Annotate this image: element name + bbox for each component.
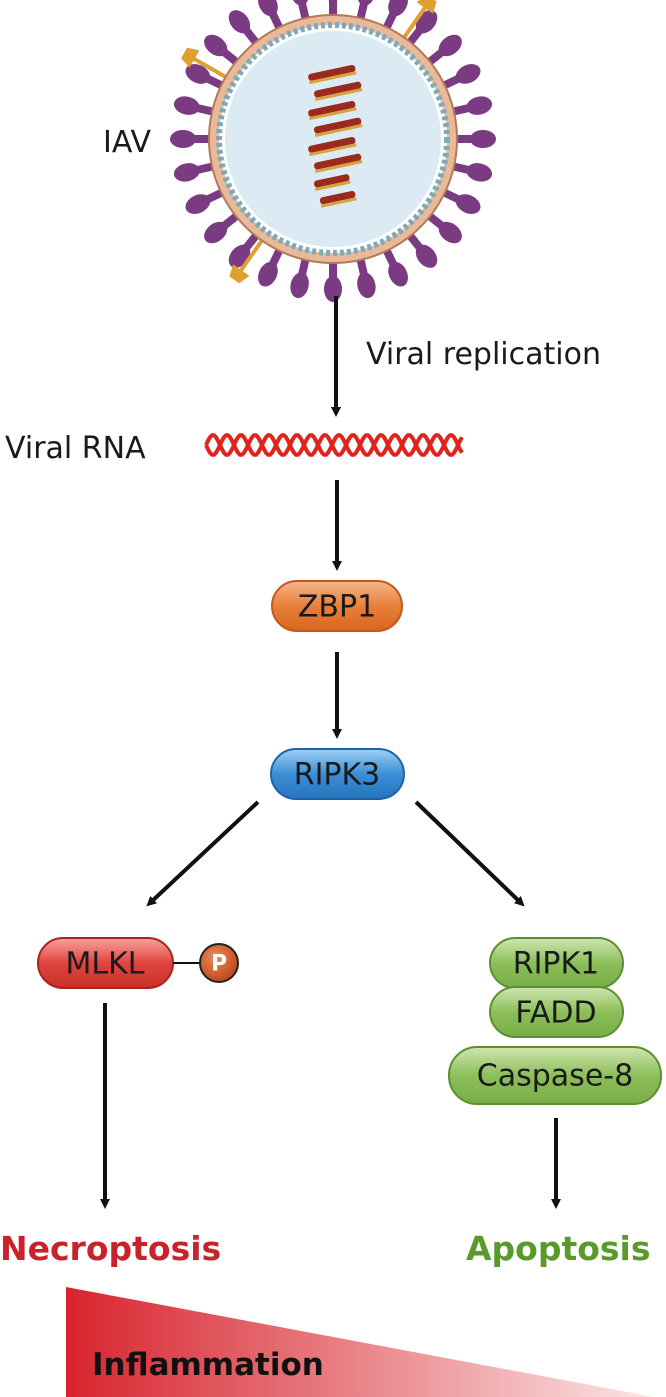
virus-label: IAV [103,125,151,160]
necroptosis-label: Necroptosis [0,1229,221,1268]
ripk3-node: RIPK3 [270,748,405,800]
mlkl-node: MLKL [37,937,174,989]
fadd-node [489,986,624,1038]
ripk1-label: RIPK1 [513,947,600,982]
caspase8-label: Caspase-8 [477,1059,633,1094]
ripk3-label: RIPK3 [294,758,381,793]
ripk1-fadd-caspase8-complex: RIPK1 FADD Caspase-8 [448,937,662,1105]
zbp1-node: ZBP1 [271,580,403,632]
zbp1-label: ZBP1 [298,590,376,625]
replication-label: Viral replication [366,337,601,372]
double-helix-rna-icon [204,433,464,457]
arrow-ripk3-to-mlkl [146,800,260,907]
caspase8-node [448,1046,662,1105]
fadd-label: FADD [515,996,596,1031]
phosphate-badge: P [199,943,239,983]
inflammation-label: Inflammation [92,1347,324,1383]
phosphate-label: P [211,952,227,977]
influenza-virion-icon [170,0,496,302]
apoptosis-label: Apoptosis [466,1229,651,1268]
arrow-ripk3-to-ripk1 [414,800,525,907]
viral-rna-label: Viral RNA [5,431,146,466]
mlkl-label: MLKL [66,947,145,982]
inflammation-gradient [66,1287,654,1397]
